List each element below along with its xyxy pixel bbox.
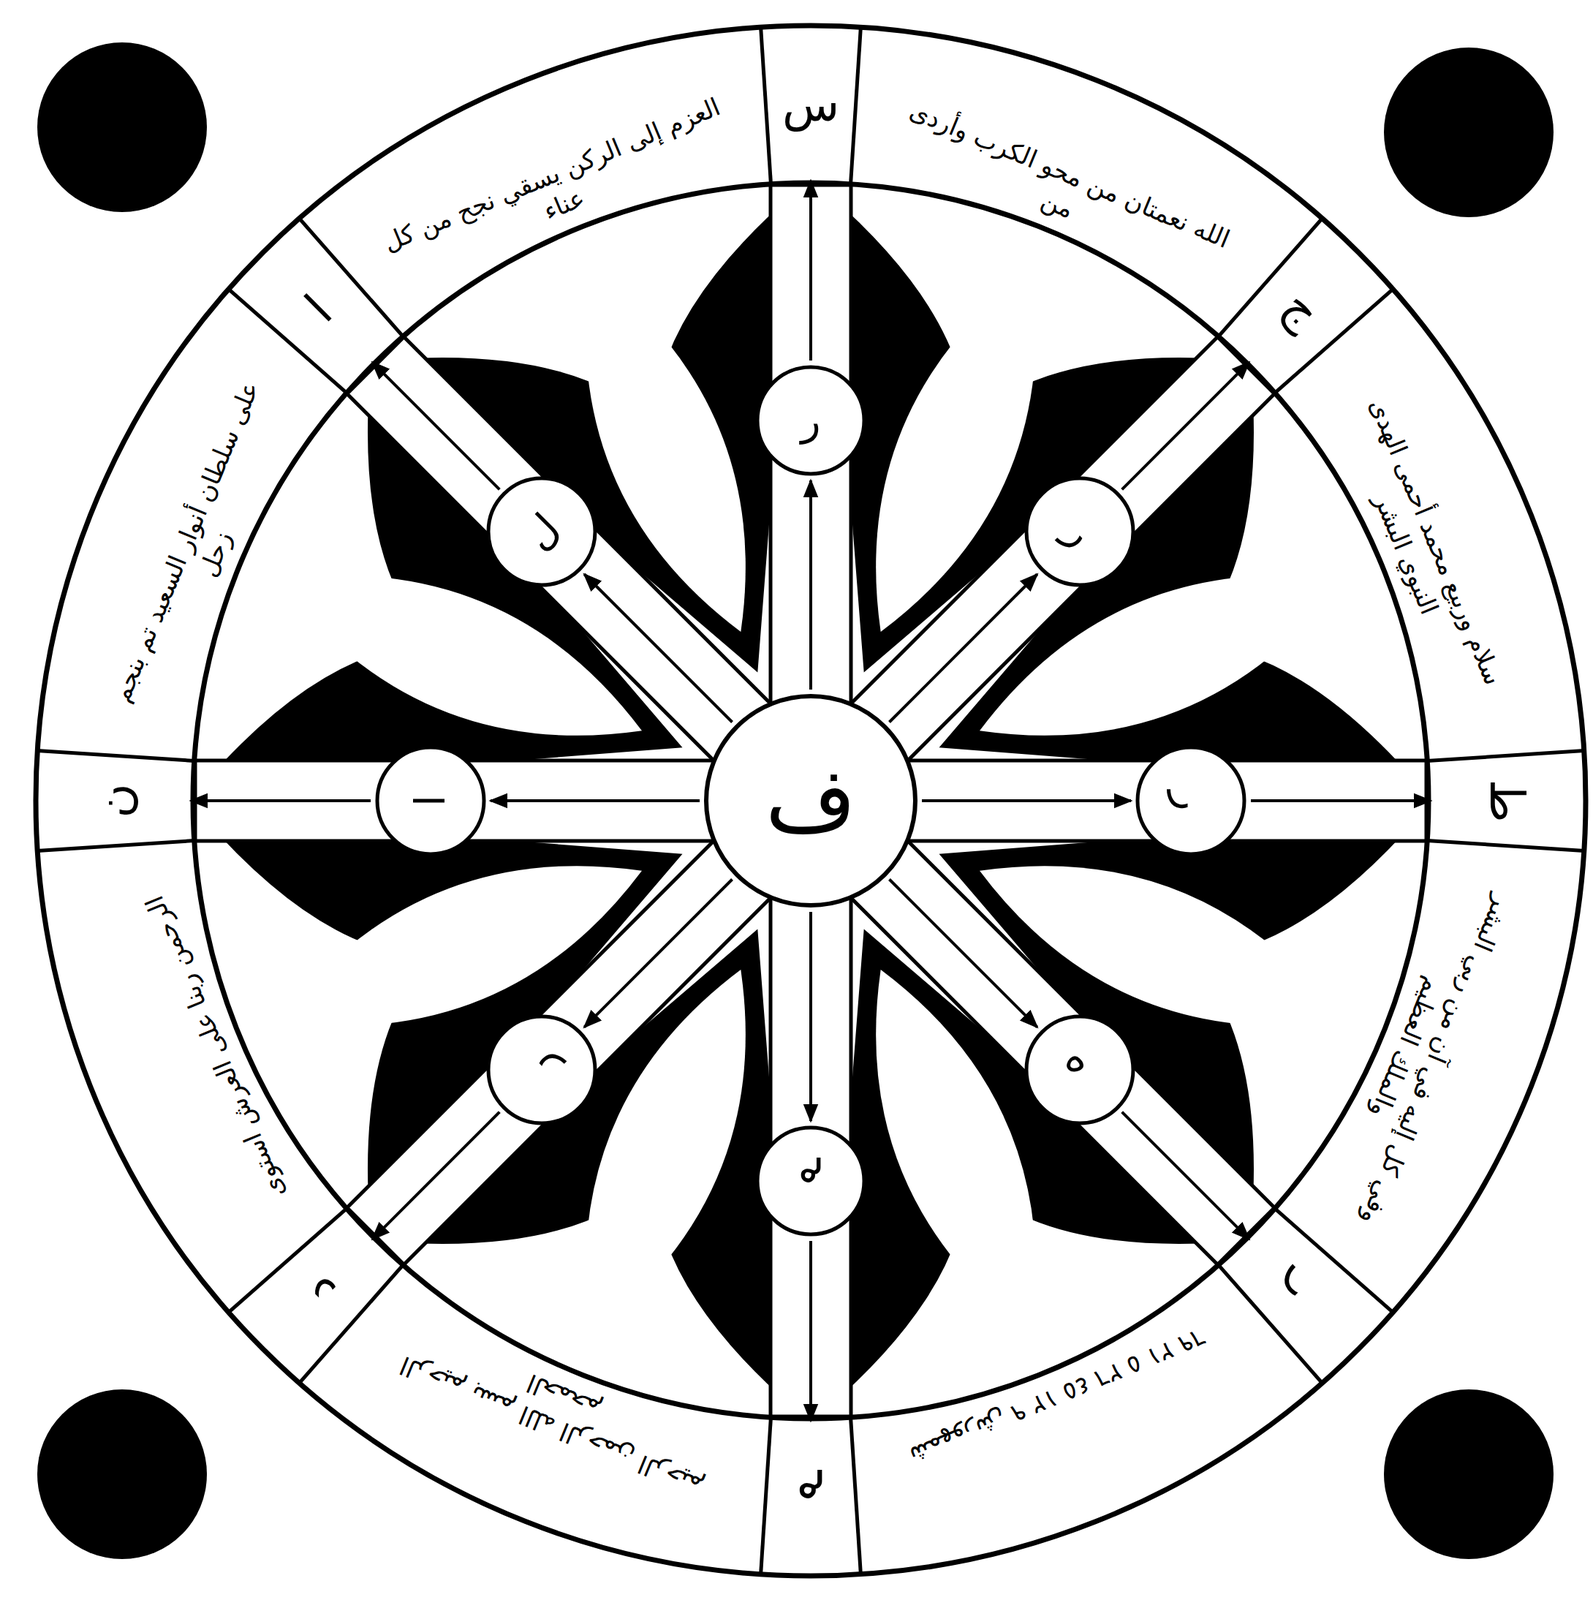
cell-divider	[1427, 840, 1585, 851]
ring-letter: ر	[1276, 1266, 1330, 1319]
circle-shape	[377, 747, 484, 854]
flow-arrow	[809, 480, 813, 690]
spoke-letter: ر	[800, 397, 821, 444]
circle-shape	[706, 695, 916, 906]
flow-arrow	[490, 799, 700, 802]
flow-arrow	[190, 799, 371, 802]
cell-divider	[761, 27, 772, 185]
cell-divider	[850, 1416, 862, 1574]
flow-arrow	[809, 180, 813, 361]
cell-divider	[761, 1416, 772, 1574]
letter-cell: ن	[41, 765, 188, 836]
corner-dot	[1383, 1389, 1554, 1559]
cell-divider	[37, 750, 195, 762]
cell-divider	[1427, 750, 1585, 762]
flow-arrow	[1250, 799, 1431, 802]
circle-shape	[1003, 456, 1155, 607]
flow-arrow	[809, 911, 813, 1121]
inner-ring	[193, 182, 1429, 1419]
ring-letter: س	[782, 78, 840, 131]
flow-arrow	[584, 573, 732, 722]
outer-ring	[35, 25, 1586, 1576]
ring-letter: ن	[89, 783, 141, 819]
flow-arrow	[1122, 361, 1250, 490]
ring-letter: ج	[1274, 279, 1333, 338]
center-circle: ف	[704, 693, 918, 908]
letter-cell: ط	[1433, 765, 1580, 836]
spoke-circle: م	[755, 1125, 867, 1237]
spoke-letter: م	[798, 1158, 824, 1204]
circle-shape	[466, 993, 618, 1145]
ring-letter: ط	[1481, 778, 1533, 822]
circle-shape	[466, 456, 618, 607]
ring-letter: م	[796, 1470, 826, 1523]
corner-dot	[1383, 47, 1554, 218]
flow-arrow	[584, 878, 732, 1027]
circle-shape	[1003, 993, 1155, 1145]
corner-dot	[37, 1389, 207, 1559]
circle-shape	[1137, 747, 1245, 854]
flow-arrow	[372, 1111, 500, 1240]
ring-letter: د	[293, 1266, 345, 1319]
circle-shape	[757, 1127, 865, 1235]
flow-arrow	[809, 1240, 813, 1421]
letter-cell: م	[775, 1423, 846, 1570]
letter-cell: س	[775, 31, 846, 178]
spoke-letter: ر	[1168, 790, 1214, 811]
cell-divider	[850, 27, 862, 185]
flow-arrow	[888, 878, 1037, 1027]
flow-arrow	[372, 361, 500, 490]
spoke-letter: ا	[407, 794, 454, 807]
circle-shape	[757, 366, 865, 474]
corner-dot	[37, 42, 207, 213]
ring-letter: ا	[296, 285, 342, 332]
flow-arrow	[888, 573, 1037, 722]
spoke-circle: ر	[755, 364, 867, 476]
flow-arrow	[921, 799, 1131, 802]
cell-divider	[37, 840, 195, 851]
spoke-circle: ر	[1135, 744, 1247, 857]
center-letter: ف	[765, 752, 857, 849]
spoke-circle: ا	[375, 744, 487, 857]
flow-arrow	[1122, 1111, 1250, 1240]
